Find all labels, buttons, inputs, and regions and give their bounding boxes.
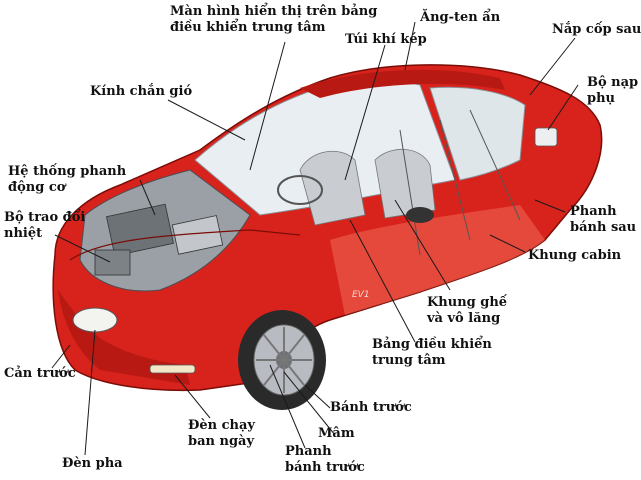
motor-unit — [171, 215, 224, 255]
label-heat-exchanger: Bộ trao đổi nhiệt — [4, 210, 86, 241]
cabin-frame — [399, 109, 521, 256]
label-rear-hood: Nắp cốp sau — [552, 22, 641, 37]
label-rear-brake: Phanh bánh sau — [570, 204, 637, 235]
label-engine-brake: Hệ thống phanh động cơ — [8, 164, 127, 195]
daytime-running-light — [149, 364, 196, 374]
model-badge: EV1 — [352, 290, 370, 300]
seat-right — [374, 148, 436, 219]
hood-line — [69, 229, 301, 261]
side-window — [429, 86, 526, 181]
roof — [300, 69, 505, 98]
engine-block — [106, 203, 174, 257]
label-center-console: Bảng điều khiển trung tâm — [372, 337, 492, 368]
label-rim: Mâm — [318, 426, 355, 441]
steering-wheel — [277, 175, 323, 205]
label-headlight: Đèn pha — [62, 456, 123, 471]
side-mirror — [406, 207, 434, 223]
label-hidden-antenna: Ăng-ten ẩn — [420, 10, 501, 25]
label-cabin-frame: Khung cabin — [528, 248, 622, 263]
aux-charger-port — [534, 127, 558, 147]
headlight-lamp — [72, 307, 118, 333]
label-front-wheel: Bánh trước — [330, 400, 412, 415]
label-seat-frame: Khung ghế và vô lăng — [427, 295, 508, 326]
label-windshield: Kính chắn gió — [90, 84, 193, 99]
label-dashboard-display: Màn hình hiển thị trên bảng điều khiển t… — [170, 4, 378, 35]
label-daytime-lights: Đèn chạy ban ngày — [188, 418, 255, 449]
seat-left — [299, 151, 366, 226]
label-dual-airbag: Túi khí kép — [345, 32, 427, 47]
label-aux-charger: Bộ nạp phụ — [587, 75, 639, 106]
side-panel-highlight — [330, 205, 545, 315]
label-front-brake: Phanh bánh trước — [285, 444, 365, 475]
leader-lines — [51, 21, 579, 456]
label-front-bumper: Cản trước — [4, 366, 76, 381]
front-bumper — [58, 290, 190, 385]
heat-exchanger-unit — [94, 249, 131, 276]
